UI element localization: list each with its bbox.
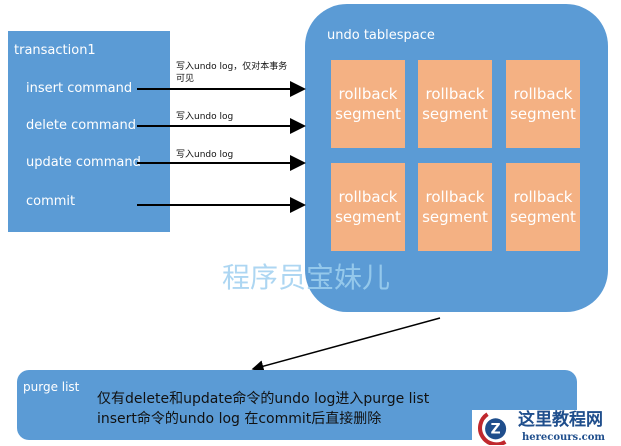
insert-command: insert command	[26, 81, 133, 96]
rollback-segment: rollback segment	[506, 60, 580, 148]
rollback-segment: rollback segment	[506, 163, 580, 251]
transaction-title: transaction1	[14, 43, 96, 58]
watermark: 程序员宝妹儿	[222, 261, 391, 294]
purge-title: purge list	[23, 380, 80, 394]
transaction-box: transaction1 insert command delete comma…	[8, 31, 170, 232]
svg-text:Z: Z	[491, 422, 501, 438]
logo-url: herecours.com	[522, 432, 606, 443]
logo-name: 这里教程网	[518, 410, 603, 430]
undo-tablespace: undo tablespace rollback segment rollbac…	[305, 4, 608, 312]
rollback-segment: rollback segment	[418, 60, 492, 148]
delete-command: delete command	[26, 118, 136, 133]
purge-line2: insert命令的undo log 在commit后直接删除	[97, 411, 382, 427]
arrow-label-delete: 写入undo log	[176, 112, 234, 122]
arrow-label-insert: 写入undo log，仅对本事务可见	[176, 62, 288, 84]
rollback-segment: rollback segment	[418, 163, 492, 251]
update-command: update command	[26, 155, 141, 170]
arrow-purge	[251, 317, 441, 373]
purge-line1: 仅有delete和update命令的undo log进入purge list	[97, 391, 430, 407]
arrow-label-update: 写入undo log	[176, 150, 234, 160]
rollback-segment: rollback segment	[331, 163, 405, 251]
commit-command: commit	[26, 194, 76, 209]
rollback-segment: rollback segment	[331, 60, 405, 148]
site-logo: Z 这里教程网 herecours.com	[472, 410, 621, 446]
tablespace-title: undo tablespace	[327, 28, 435, 43]
logo-z-icon: Z	[478, 412, 507, 445]
